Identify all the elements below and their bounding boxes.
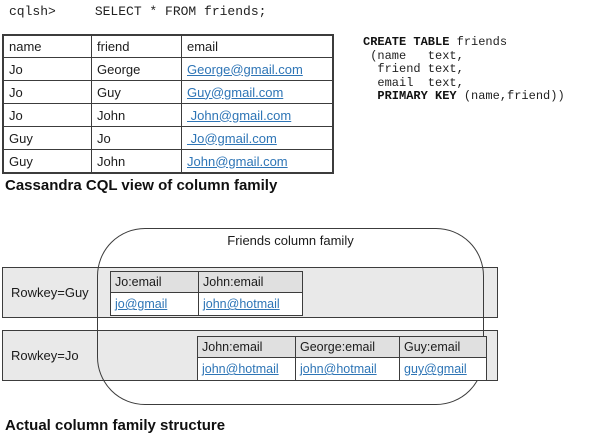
name-cell: Jo — [2, 57, 92, 81]
ddl-line-1: CREATE TABLE friends — [363, 35, 565, 50]
friend-cell: George — [91, 57, 182, 81]
name-cell: Jo — [2, 80, 92, 104]
email-link[interactable]: Jo@gmail.com — [187, 130, 277, 146]
caption-actual-structure: Actual column family structure — [5, 417, 226, 434]
cql-result-table: name friend email Jo George George@gmail… — [2, 34, 334, 174]
email-link[interactable]: John@gmail.com — [187, 107, 292, 123]
email-link[interactable]: John@gmail.com — [187, 153, 288, 169]
table-row: Guy Jo Jo@gmail.com — [2, 126, 334, 150]
email-cell: George@gmail.com — [181, 57, 334, 81]
column-value-cell: john@hotmail — [295, 357, 400, 381]
column-header-friend: friend — [91, 34, 182, 58]
email-link[interactable]: john@hotmail — [202, 362, 279, 376]
column-value-cell: jo@gmail — [110, 292, 199, 316]
ddl-text: friends — [449, 35, 508, 49]
table-row: Guy John John@gmail.com — [2, 149, 334, 174]
email-link[interactable]: Guy@gmail.com — [187, 84, 284, 100]
column-family-title: Friends column family — [227, 233, 354, 248]
table-row: Jo John John@gmail.com — [2, 103, 334, 127]
friend-cell: John — [91, 149, 182, 174]
friend-cell: Jo — [91, 126, 182, 150]
ddl-line-4: email text, — [363, 75, 565, 91]
keyword-create-table: CREATE TABLE — [363, 35, 450, 49]
columns-value-row: jo@gmail john@hotmail — [110, 292, 303, 316]
ddl-line-3: friend text, — [363, 62, 565, 77]
friend-cell: Guy — [91, 80, 182, 104]
columns-header-row: Jo:email John:email — [110, 271, 303, 293]
email-link[interactable]: john@hotmail — [203, 297, 280, 311]
name-cell: Jo — [2, 103, 92, 127]
column-value-cell: john@hotmail — [197, 357, 296, 381]
ddl-text: (name,friend)) — [456, 89, 565, 103]
email-link[interactable]: George@gmail.com — [187, 61, 303, 77]
keyword-primary-key: PRIMARY KEY — [377, 89, 457, 103]
caption-cql-view: Cassandra CQL view of column family — [5, 177, 278, 194]
cqlsh-command: cqlsh> SELECT * FROM friends; — [9, 4, 267, 19]
email-cell: Jo@gmail.com — [181, 126, 334, 150]
ddl-text — [363, 89, 377, 103]
rowkey-label-guy: Rowkey=Guy — [11, 285, 89, 300]
column-header-name: name — [2, 34, 92, 58]
column-name-cell: Jo:email — [110, 271, 199, 293]
create-table-statement: CREATE TABLE friends (name text, friend … — [363, 35, 565, 104]
column-name-cell: John:email — [198, 271, 303, 293]
name-cell: Guy — [2, 126, 92, 150]
column-value-cell: john@hotmail — [198, 292, 303, 316]
ddl-line-5: PRIMARY KEY (name,friend)) — [363, 89, 565, 104]
email-cell: Guy@gmail.com — [181, 80, 334, 104]
email-cell: John@gmail.com — [181, 149, 334, 174]
table-row: Jo George George@gmail.com — [2, 57, 334, 81]
columns-value-row: john@hotmail john@hotmail guy@gmail — [197, 357, 487, 381]
name-cell: Guy — [2, 149, 92, 174]
cql-header-row: name friend email — [2, 34, 334, 58]
email-link[interactable]: jo@gmail — [115, 297, 168, 311]
email-link[interactable]: guy@gmail — [404, 362, 467, 376]
column-name-cell: George:email — [295, 336, 400, 358]
ddl-text: (name text, — [363, 48, 464, 63]
friend-cell: John — [91, 103, 182, 127]
email-link[interactable]: john@hotmail — [300, 362, 377, 376]
ddl-text: email text, — [363, 75, 464, 90]
ddl-text: friend text, — [363, 62, 464, 76]
jo-columns-table: John:email George:email Guy:email john@h… — [197, 336, 487, 381]
columns-header-row: John:email George:email Guy:email — [197, 336, 487, 358]
column-name-cell: Guy:email — [399, 336, 487, 358]
ddl-line-2: (name text, — [363, 48, 565, 64]
column-value-cell: guy@gmail — [399, 357, 487, 381]
column-header-email: email — [181, 34, 334, 58]
table-row: Jo Guy Guy@gmail.com — [2, 80, 334, 104]
guy-columns-table: Jo:email John:email jo@gmail john@hotmai… — [110, 271, 303, 316]
email-cell: John@gmail.com — [181, 103, 334, 127]
rowkey-label-jo: Rowkey=Jo — [11, 348, 79, 363]
column-name-cell: John:email — [197, 336, 296, 358]
